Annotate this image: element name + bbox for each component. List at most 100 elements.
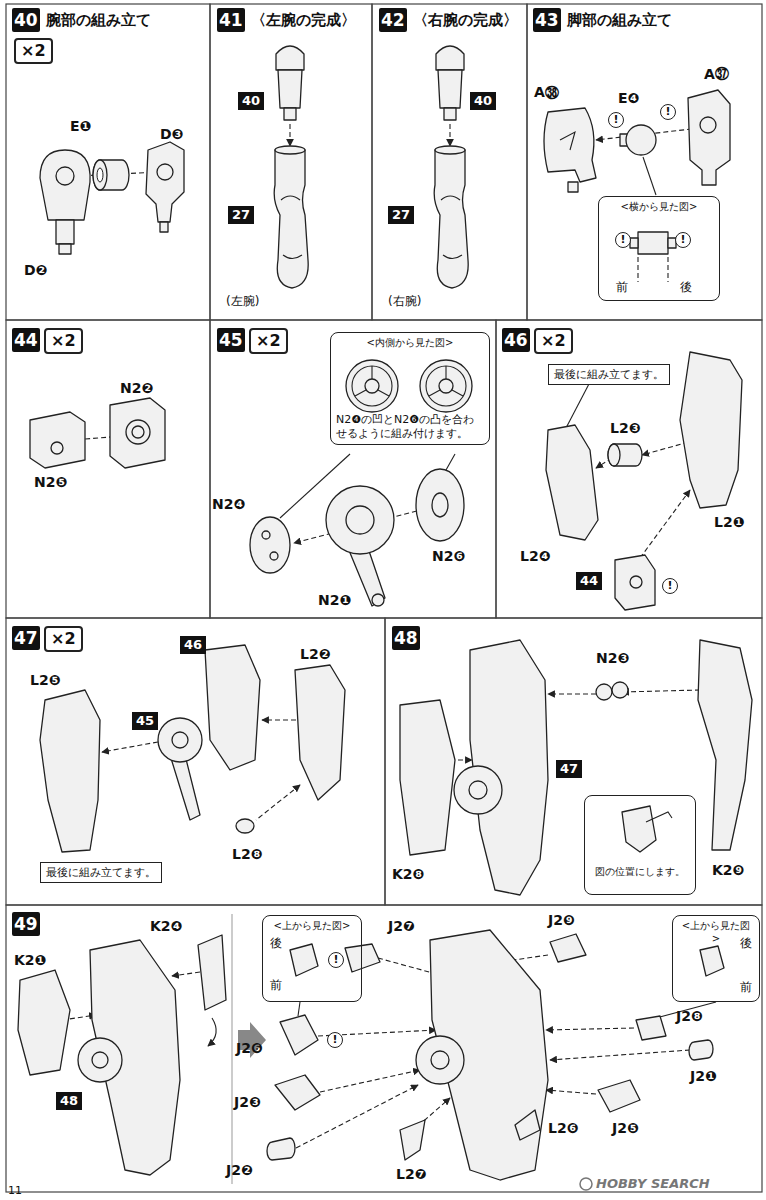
arm-parts <box>40 142 184 254</box>
leg-assembly-parts <box>40 645 345 852</box>
callout-title: <内側から見た図> <box>336 336 484 349</box>
wheel-parts <box>250 360 472 606</box>
step-number: 47 <box>12 626 40 650</box>
leg-detail-parts <box>267 930 724 1190</box>
part-label: L2❸ <box>610 420 641 436</box>
part-label: J2❼ <box>388 918 415 934</box>
x2-text: ×2 <box>256 331 281 350</box>
step-number-text: 44 <box>12 328 40 352</box>
part-label: L2❹ <box>520 548 551 564</box>
step-title: 腕部の組み立て <box>46 11 151 30</box>
step-number: 40 腕部の組み立て <box>12 8 151 32</box>
reference-number: 45 <box>132 712 158 730</box>
part-label: D❷ <box>24 262 47 278</box>
direction-label: (左腕) <box>226 294 259 308</box>
part-label: J2❷ <box>226 1162 253 1178</box>
caution-mark: ! <box>608 112 624 128</box>
part-label: K2❶ <box>14 952 46 968</box>
step-number-text: 43 <box>533 8 561 32</box>
x2-text: ×2 <box>51 331 76 350</box>
reference-number: 27 <box>228 206 254 224</box>
step-number-text: 47 <box>12 626 40 650</box>
part-label: J2❾ <box>548 912 575 928</box>
step-number: 42 〈右腕の完成〉 <box>379 8 518 32</box>
callout-title: <横から見た図> <box>604 200 714 213</box>
part-label: N2❶ <box>318 592 351 608</box>
plate-parts <box>30 398 165 468</box>
callout-title: 図の位置にします。 <box>590 799 690 878</box>
ref-text: 40 <box>242 93 260 108</box>
caution-mark: ! <box>675 232 691 248</box>
caution-mark: ! <box>327 1032 343 1048</box>
note-text: 最後に組み立てます。 <box>554 368 664 381</box>
ref-text: 44 <box>580 573 598 588</box>
leg-shell-parts <box>546 352 742 610</box>
part-label: N2❷ <box>120 380 153 396</box>
direction-label: 前 <box>616 280 628 294</box>
ref-text: 47 <box>560 761 578 776</box>
part-label: L2❼ <box>396 1166 427 1182</box>
part-label: E❹ <box>618 90 639 106</box>
ref-text: 45 <box>136 713 154 728</box>
part-label: N2❻ <box>432 548 465 564</box>
reference-number: 44 <box>576 572 602 590</box>
part-label: L2❻ <box>548 1120 579 1136</box>
caution-mark: ! <box>328 952 344 968</box>
step-number-text: 46 <box>502 328 530 352</box>
x2-text: ×2 <box>51 629 76 648</box>
part-label: L2❶ <box>714 514 745 530</box>
ref-text: 27 <box>392 207 410 222</box>
step-number-text: 49 <box>12 912 40 936</box>
reference-number: 46 <box>180 636 206 654</box>
reference-number: 48 <box>56 1092 82 1110</box>
step-title: 〈左腕の完成〉 <box>251 11 356 30</box>
caution-mark: ! <box>662 578 678 594</box>
part-label: J2❻ <box>236 1040 263 1056</box>
part-label: L2❷ <box>300 646 331 662</box>
step-number: 43 脚部の組み立て <box>533 8 672 32</box>
step-number: 45 <box>217 328 245 352</box>
step-number-text: 42 <box>379 8 407 32</box>
quantity-box: ×2 <box>249 328 288 354</box>
step-title: 〈右腕の完成〉 <box>413 11 518 30</box>
part-label: K2❹ <box>150 918 182 934</box>
caution-mark: ! <box>615 232 631 248</box>
quantity-box: ×2 <box>534 328 573 354</box>
ref-text: 48 <box>60 1093 78 1108</box>
step-title: 脚部の組み立て <box>567 11 672 30</box>
part-label: J2❺ <box>612 1120 639 1136</box>
ref-text: 40 <box>474 93 492 108</box>
step-number-text: 45 <box>217 328 245 352</box>
direction-label: 後 <box>270 936 282 950</box>
part-label: K2❾ <box>712 862 744 878</box>
reference-number: 40 <box>238 92 264 110</box>
direction-label: (右腕) <box>388 294 421 308</box>
page-number: 11 <box>8 1184 22 1197</box>
reference-number: 40 <box>470 92 496 110</box>
leg-joint-parts <box>544 90 730 282</box>
watermark: HOBBY SEARCH <box>596 1176 710 1191</box>
callout-note: N2❹の凹とN2❻の凸を合わせるように組み付けます。 <box>336 413 484 441</box>
direction-label: 前 <box>270 978 282 992</box>
part-label: K2❽ <box>392 866 424 882</box>
reference-number: 27 <box>388 206 414 224</box>
leg-armor-parts <box>18 935 266 1175</box>
direction-label: 前 <box>740 980 752 994</box>
quantity-box: ×2 <box>44 626 83 652</box>
direction-label: 後 <box>680 280 692 294</box>
part-label: N2❺ <box>34 474 67 490</box>
step-number: 49 <box>12 912 40 936</box>
step-number: 44 <box>12 328 40 352</box>
note-text: 最後に組み立てます。 <box>46 866 156 879</box>
step-number: 48 <box>392 626 420 650</box>
step-number-text: 40 <box>12 8 40 32</box>
ref-text: 27 <box>232 207 250 222</box>
detail-callout: <内側から見た図> N2❹の凹とN2❻の凸を合わせるように組み付けます。 <box>330 332 490 445</box>
quantity-box: ×2 <box>14 38 53 64</box>
step-number-text: 41 <box>217 8 245 32</box>
step-number: 41 〈左腕の完成〉 <box>217 8 356 32</box>
note-box: 最後に組み立てます。 <box>40 862 162 883</box>
step-number: 46 <box>502 328 530 352</box>
direction-label: 後 <box>740 936 752 950</box>
part-label: D❸ <box>160 126 183 142</box>
